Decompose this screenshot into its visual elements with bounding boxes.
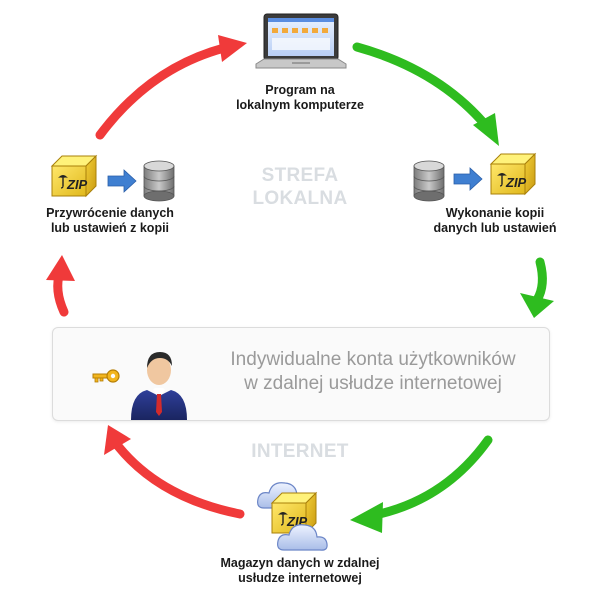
cloud-icon	[277, 524, 328, 551]
arrow-bottom-left	[104, 425, 245, 519]
key-icon	[92, 369, 120, 383]
accounts-icons	[92, 352, 187, 420]
arrow-right-icon	[107, 169, 137, 193]
node-label-program: Program na lokalnym komputerze	[236, 83, 364, 112]
svg-text:ZIP: ZIP	[505, 175, 527, 190]
node-label-restore: Przywrócenie danych lub ustawień z kopii	[46, 206, 174, 235]
arrow-right-down	[520, 257, 554, 318]
zone-label-local: STREFA LOKALNA	[252, 165, 348, 209]
node-label-backup: Wykonanie kopii danych lub ustawień	[433, 206, 557, 235]
database-icon	[413, 160, 445, 202]
zip-archive-icon: ZIP	[51, 155, 97, 197]
arrow-bottom-right	[350, 435, 493, 533]
arrow-top-left	[95, 35, 247, 140]
arrow-right-icon	[453, 167, 483, 191]
database-icon	[143, 160, 175, 202]
arrow-left-up	[46, 255, 75, 317]
svg-text:ZIP: ZIP	[66, 177, 88, 192]
zip-archive-icon: ZIP	[490, 153, 536, 195]
user-accounts-panel: Indywidualne konta użytkowników w zdalne…	[52, 327, 550, 421]
node-label-storage: Magazyn danych w zdalnej usłudze interne…	[220, 556, 380, 585]
user-accounts-text: Indywidualne konta użytkowników w zdalne…	[230, 349, 516, 394]
user-icon	[131, 352, 187, 420]
arrow-top-right	[352, 42, 499, 146]
zone-label-internet: INTERNET	[251, 441, 349, 462]
laptop-icon	[255, 13, 347, 69]
